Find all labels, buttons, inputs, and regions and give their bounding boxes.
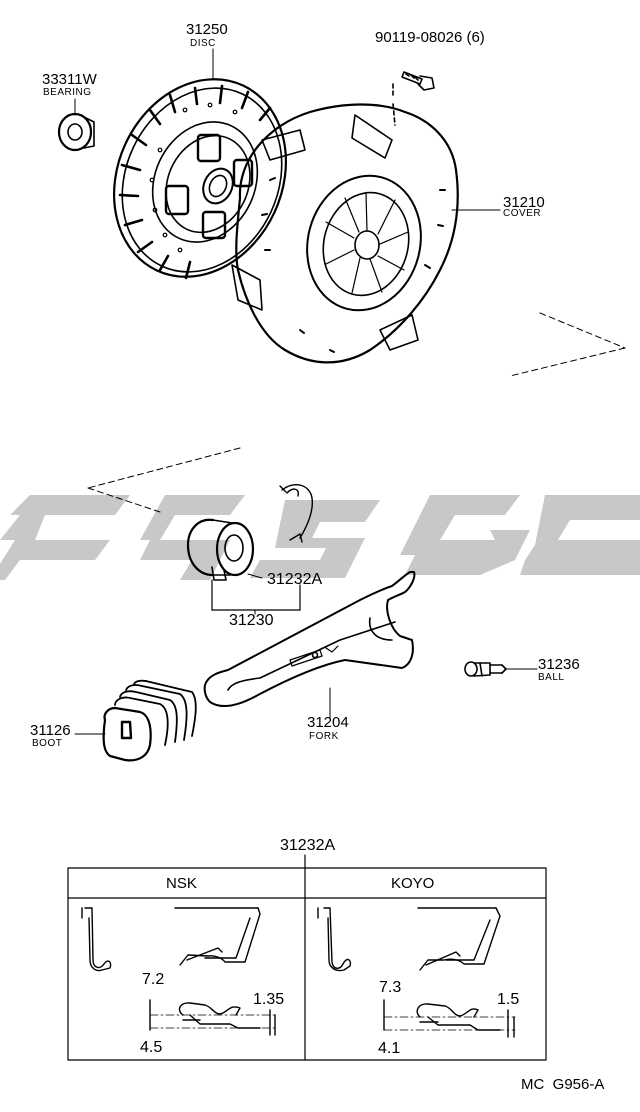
nsk-dim-length: 4.5 <box>140 1039 163 1056</box>
fork-part-number: 31204 <box>307 714 349 731</box>
leader-lines <box>74 48 538 735</box>
nsk-dim-height: 7.2 <box>142 971 165 988</box>
ball-part-name: BALL <box>538 672 565 683</box>
nsk-clip-drawing <box>81 907 276 1036</box>
diagram-code: MC G956-A <box>521 1076 605 1093</box>
fork-boot <box>102 679 197 762</box>
clutch-cover <box>231 103 459 364</box>
bearing-part-name: BEARING <box>43 87 92 98</box>
watermark-graphic <box>0 495 640 580</box>
detail-header-nsk: NSK <box>166 875 197 892</box>
koyo-clip-drawing <box>317 907 516 1038</box>
cover-bolt <box>392 71 435 126</box>
alignment-line-lower <box>87 447 241 513</box>
disc-part-name: DISC <box>190 38 216 49</box>
nsk-dim-thickness: 1.35 <box>253 991 285 1008</box>
detail-table <box>67 854 547 1061</box>
ball-part-number: 31236 <box>538 656 580 673</box>
koyo-dim-thickness: 1.5 <box>497 991 520 1008</box>
cover-part-name: COVER <box>503 208 542 219</box>
alignment-line-upper <box>509 312 626 377</box>
release-bearing <box>186 518 301 611</box>
detail-header-koyo: KOYO <box>391 875 435 892</box>
release-bearing-part-number: 31230 <box>229 612 274 629</box>
fork-part-name: FORK <box>309 731 339 742</box>
release-fork <box>203 571 416 707</box>
disc-part-number: 31250 <box>186 21 228 38</box>
fork-pivot-ball <box>464 661 507 677</box>
bolt-part-number: 90119-08026 (6) <box>375 29 485 46</box>
release-hub-clip <box>279 484 314 543</box>
cover-part-number: 31210 <box>503 194 545 211</box>
koyo-dim-length: 4.1 <box>378 1040 401 1057</box>
koyo-dim-height: 7.3 <box>379 979 402 996</box>
boot-part-number: 31126 <box>30 722 71 739</box>
boot-part-name: BOOT <box>32 738 63 749</box>
bearing-part-number: 33311W <box>42 71 97 88</box>
pilot-bearing <box>57 112 95 152</box>
clip-part-number: 31232A <box>267 571 323 588</box>
detail-title: 31232A <box>280 837 336 854</box>
clutch-disc <box>112 78 288 280</box>
